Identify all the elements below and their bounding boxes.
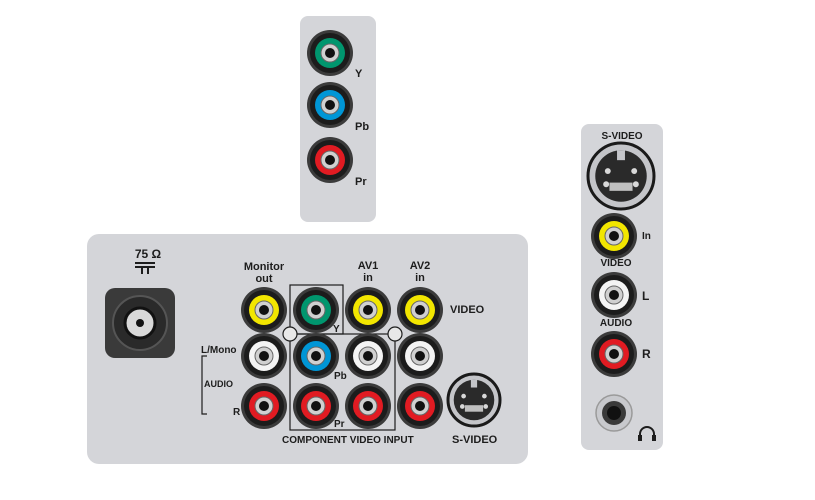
audio-bracket: [201, 355, 207, 415]
rca-jack-blue[interactable]: [307, 82, 353, 128]
av2-label: AV2 in: [409, 260, 431, 284]
headphone-icon: [638, 426, 656, 441]
component-pb-panel-label: Pb: [334, 371, 347, 382]
side-audio-l-jack[interactable]: [591, 272, 637, 318]
av1-label: AV1 in: [357, 260, 379, 284]
av2-video-jack[interactable]: [397, 287, 443, 333]
av2-audio-l-jack[interactable]: [397, 333, 443, 379]
side-audio-label: AUDIO: [599, 318, 633, 329]
antenna-label: 75 Ω: [134, 247, 162, 261]
side-svideo-label: S-VIDEO: [601, 131, 643, 142]
component-panel-jacks: [307, 30, 353, 183]
component-pb-label: Pb: [355, 121, 370, 133]
video-label: VIDEO: [450, 304, 485, 316]
component-pb-jack[interactable]: [293, 333, 339, 379]
r-label: R: [233, 407, 241, 418]
monitor-out-audio-r-jack[interactable]: [241, 383, 287, 429]
side-svideo-jack[interactable]: [586, 141, 656, 211]
link-circle-right: [387, 326, 403, 342]
svideo-jack[interactable]: [446, 372, 502, 428]
component-pr-panel-label: Pr: [334, 419, 345, 430]
rca-jack-green[interactable]: [307, 30, 353, 76]
side-panel-graphics: [586, 141, 656, 441]
component-video-input-label: COMPONENT VIDEO INPUT: [282, 435, 414, 446]
headphone-jack[interactable]: [595, 394, 633, 432]
antenna-symbol-icon: [135, 262, 155, 274]
component-pr-jack[interactable]: [293, 383, 339, 429]
component-y-label: Y: [355, 68, 363, 80]
main-panel-graphics: [105, 262, 502, 431]
component-y-jack[interactable]: [293, 287, 339, 333]
link-circle-left: [282, 326, 298, 342]
side-video-label: VIDEO: [600, 258, 632, 269]
component-box: [289, 333, 396, 431]
component-y-panel-label: Y: [333, 324, 340, 335]
monitor-out-label: Monitor out: [243, 261, 285, 285]
av1-video-jack[interactable]: [345, 287, 391, 333]
rca-jack-red[interactable]: [307, 137, 353, 183]
side-in-label: In: [642, 231, 651, 242]
av1-audio-r-jack[interactable]: [345, 383, 391, 429]
audio-label: AUDIO: [204, 379, 233, 389]
svideo-label: S-VIDEO: [452, 434, 498, 446]
side-video-in-jack[interactable]: [591, 213, 637, 259]
side-r-label: R: [642, 347, 651, 361]
av1-audio-l-jack[interactable]: [345, 333, 391, 379]
component-pr-label: Pr: [355, 176, 367, 188]
antenna-connector[interactable]: [105, 288, 175, 358]
monitor-out-audio-l-jack[interactable]: [241, 333, 287, 379]
l-mono-label: L/Mono: [201, 345, 237, 356]
av2-audio-r-jack[interactable]: [397, 383, 443, 429]
monitor-out-video-jack[interactable]: [241, 287, 287, 333]
side-audio-r-jack[interactable]: [591, 331, 637, 377]
side-l-label: L: [642, 289, 650, 303]
